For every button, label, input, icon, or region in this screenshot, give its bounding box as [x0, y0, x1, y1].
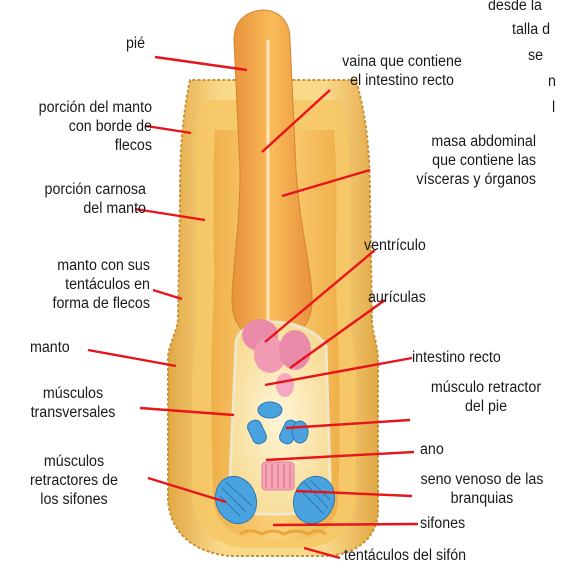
label-musculos-retractores: músculos retractores de los sifones — [10, 452, 139, 509]
label-masa-abdominal: masa abdominal que contiene las vísceras… — [374, 132, 536, 189]
label-manto: manto — [30, 338, 70, 357]
label-porcion-manto-flecos: porción del manto con borde de flecos — [12, 98, 152, 155]
corner-text-3: se — [528, 46, 543, 65]
anus-fan — [262, 462, 294, 490]
corner-text-2: talla d — [512, 20, 550, 39]
corner-text-1: desde la — [488, 0, 542, 15]
label-sifones: sifones — [420, 514, 465, 533]
label-musculo-retractor: músculo retractor del pie — [412, 378, 559, 416]
label-seno-venoso: seno venoso de las branquias — [403, 470, 561, 508]
label-musculos-transversales: músculos transversales — [13, 384, 133, 422]
corner-text-5: l — [552, 98, 555, 117]
label-intestino-recto: intestino recto — [412, 348, 501, 367]
label-tentaculos-sifon: tentáculos del sifón — [344, 546, 466, 565]
corner-text-4: n — [548, 72, 556, 91]
label-pie: pié — [126, 34, 145, 53]
label-ventriculo: ventrículo — [364, 236, 426, 255]
label-manto-tentaculos: manto con sus tentáculos en forma de fle… — [12, 256, 150, 313]
label-porcion-carnosa: porción carnosa del manto — [12, 180, 146, 218]
auricle-lower-shape — [276, 373, 294, 397]
label-vaina: vaina que contiene el intestino recto — [310, 52, 494, 90]
label-auriculas: aurículas — [368, 288, 426, 307]
label-ano: ano — [420, 440, 444, 459]
